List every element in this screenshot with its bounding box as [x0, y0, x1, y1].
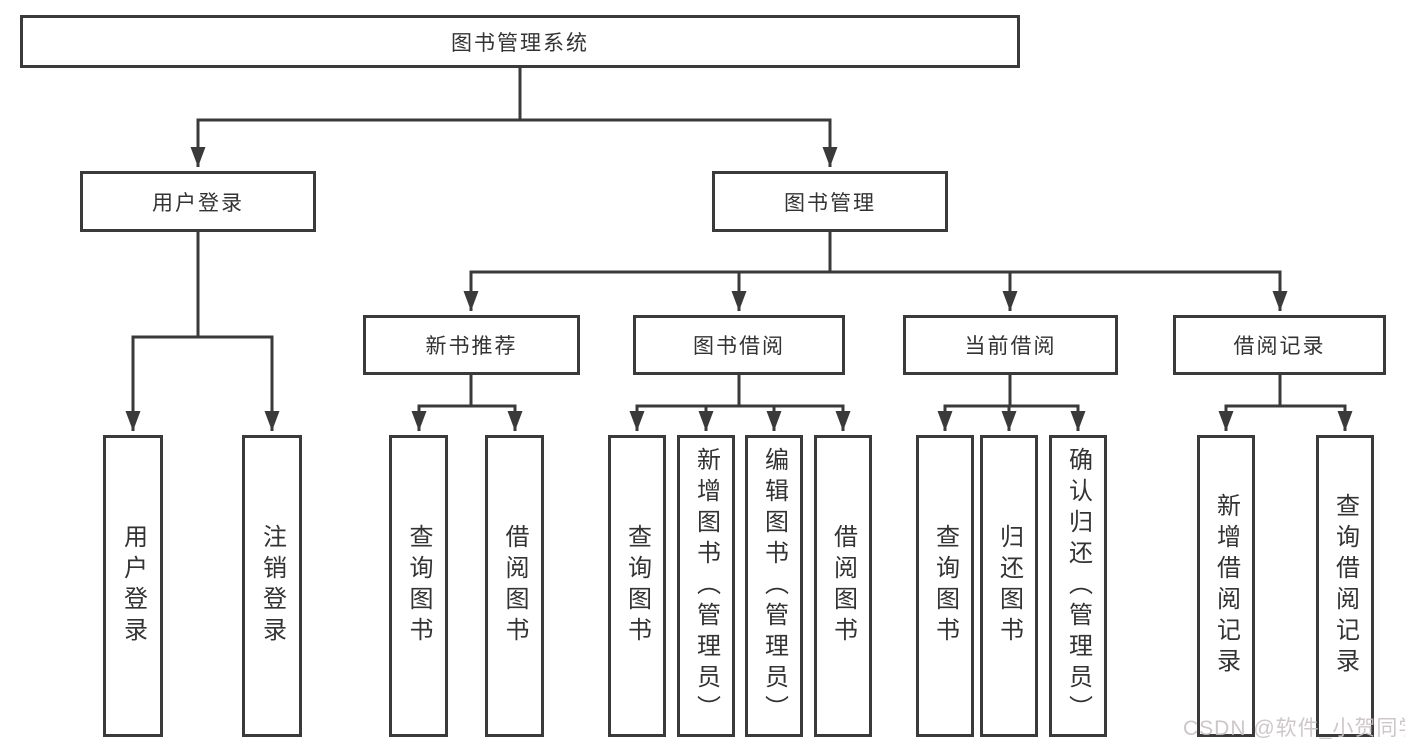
- leaf-query-books-3: 查询图书: [916, 435, 974, 737]
- leaf-confirm-return-admin: 确认归还（管理员）: [1049, 435, 1107, 737]
- leaf-user-login: 用户登录: [103, 435, 163, 737]
- leaf-logout: 注销登录: [242, 435, 302, 737]
- leaf-borrow-books-1: 借阅图书: [485, 435, 544, 737]
- node-book-management: 图书管理: [712, 171, 948, 232]
- node-book-borrowing: 图书借阅: [633, 315, 845, 375]
- node-borrowing-records: 借阅记录: [1173, 315, 1386, 375]
- leaf-borrow-books-2: 借阅图书: [814, 435, 872, 737]
- leaf-query-borrow-record: 查询借阅记录: [1316, 435, 1374, 737]
- csdn-watermark: CSDN @软件_小贺同学: [1183, 717, 1405, 740]
- leaf-query-books-2: 查询图书: [608, 435, 666, 737]
- leaf-edit-books-admin: 编辑图书（管理员）: [745, 435, 803, 737]
- leaf-return-books: 归还图书: [980, 435, 1038, 737]
- leaf-query-books-1: 查询图书: [389, 435, 448, 737]
- node-current-borrowing: 当前借阅: [903, 315, 1118, 375]
- leaf-add-books-admin: 新增图书（管理员）: [677, 435, 735, 737]
- leaf-add-borrow-record: 新增借阅记录: [1197, 435, 1255, 737]
- node-root-system: 图书管理系统: [20, 15, 1020, 68]
- node-new-book-recommend: 新书推荐: [363, 315, 580, 375]
- node-user-login: 用户登录: [80, 171, 316, 232]
